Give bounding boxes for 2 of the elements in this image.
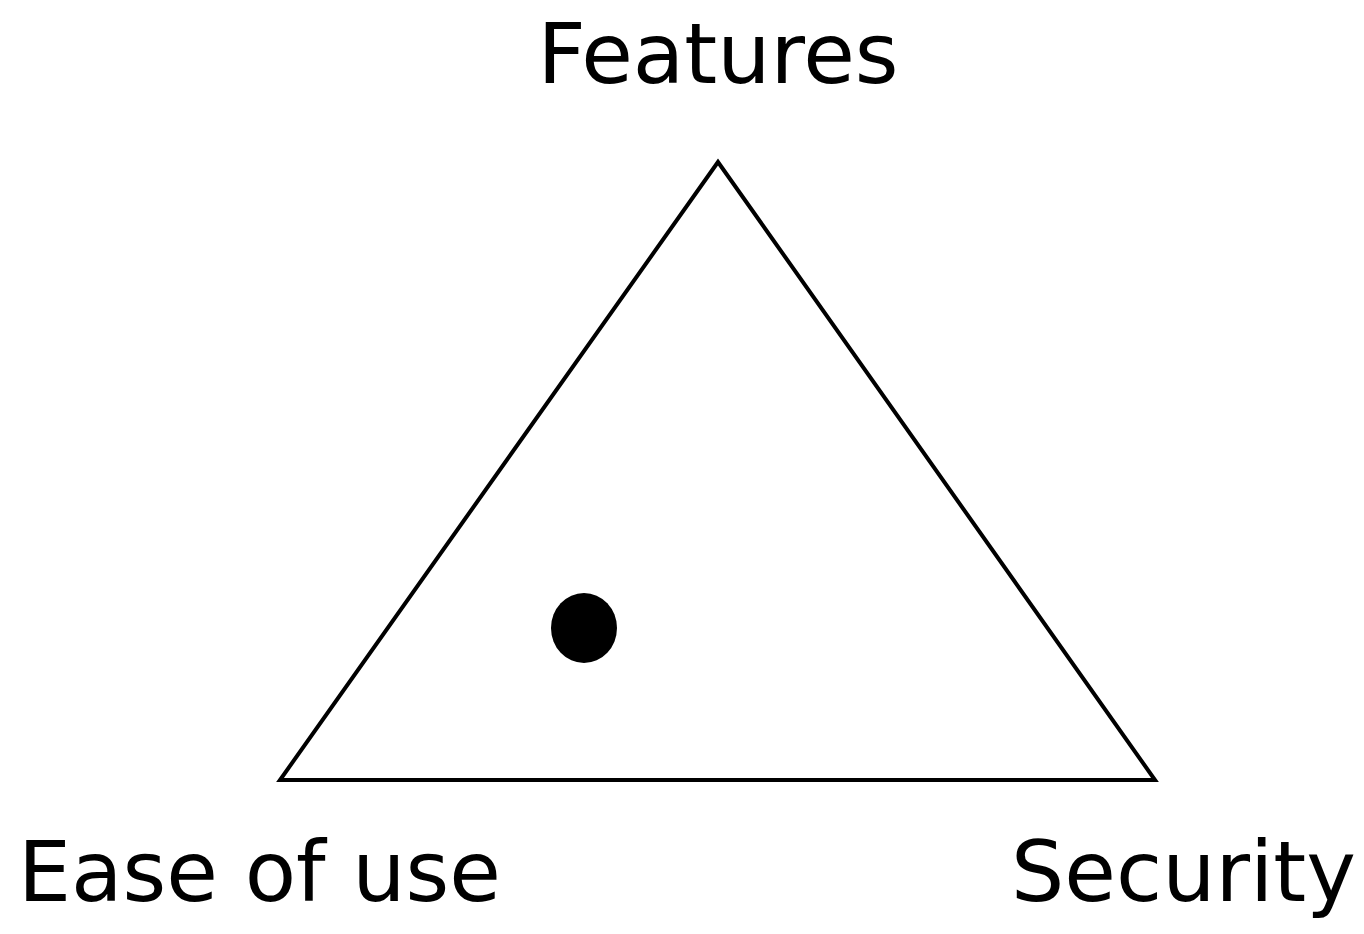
corner-label: Ease of use: [18, 830, 502, 914]
corner-label: Features: [537, 12, 899, 96]
